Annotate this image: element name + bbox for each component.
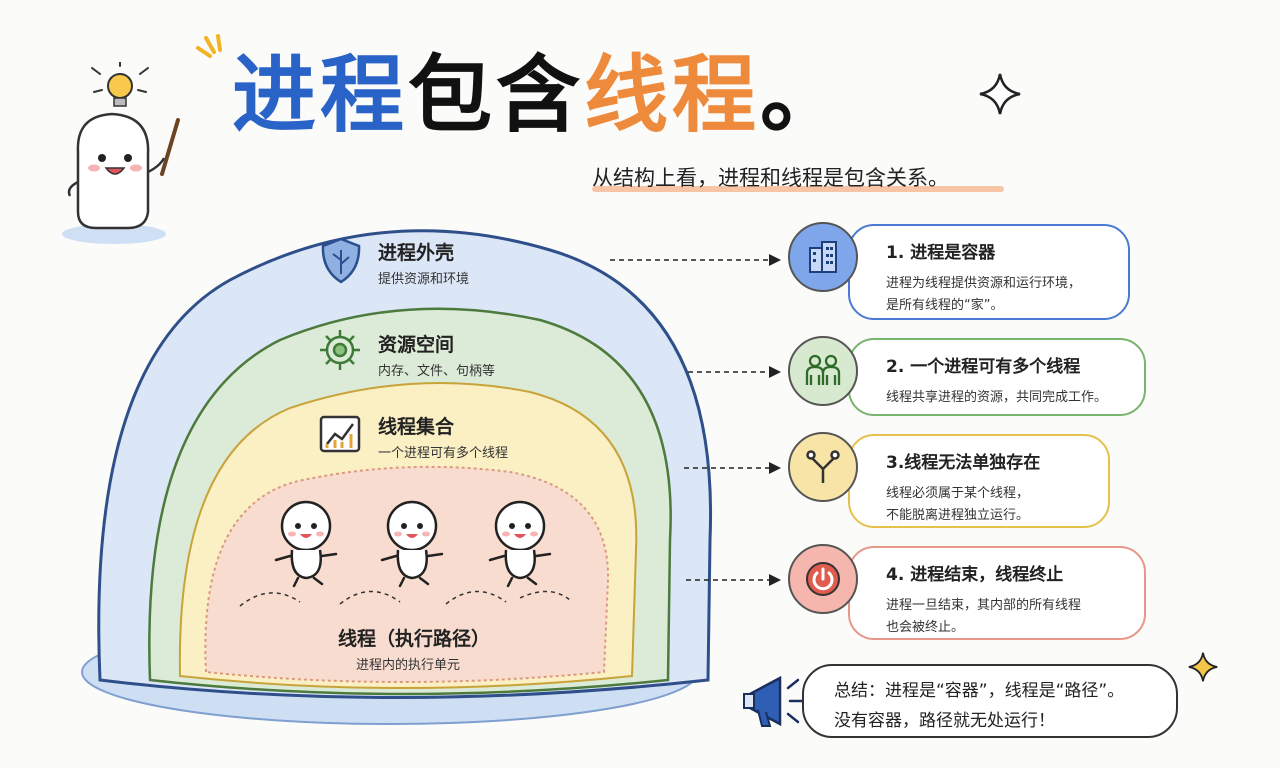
sparkle-icon — [979, 73, 1021, 115]
card-line: 进程为线程提供资源和运行环境， — [886, 276, 1082, 291]
card-line: 也会被终止。 — [886, 620, 965, 635]
card-thread-dependency: 3.线程无法单独存在 线程必须属于某个线程， 不能脱离进程独立运行。 — [848, 434, 1110, 528]
building-icon — [809, 241, 837, 273]
layer-threads-desc: 一个进程可有多个线程 — [378, 446, 509, 461]
summary-line-1: 总结：进程是“容器”，线程是“路径”。 — [834, 681, 1125, 701]
power-icon — [806, 562, 840, 596]
branch-icon — [806, 450, 840, 483]
card-title: 4. 进程结束，线程终止 — [886, 565, 1064, 585]
connector-arrows — [610, 254, 781, 586]
card-line: 线程必须属于某个线程， — [886, 486, 1030, 501]
card-icon-circle — [788, 432, 858, 502]
title-period: 。 — [760, 46, 849, 144]
card-title: 1. 进程是容器 — [886, 243, 996, 263]
layer-resource-label: 资源空间 — [378, 334, 455, 356]
layer-shell-desc: 提供资源和环境 — [378, 272, 470, 287]
sparkle-icon — [1188, 652, 1218, 682]
spark-lines-icon — [196, 34, 222, 58]
summary-bubble: 总结：进程是“容器”，线程是“路径”。 没有容器，路径就无处运行！ — [802, 664, 1178, 738]
layer-threads-label: 线程集合 — [378, 416, 455, 438]
mascot-pointer-icon — [62, 62, 180, 244]
card-title: 3.线程无法单独存在 — [886, 453, 1041, 473]
gear-icon — [320, 330, 360, 370]
thread-character-icon — [274, 500, 338, 588]
card-line: 不能脱离进程独立运行。 — [886, 508, 1030, 523]
card-title: 2. 一个进程可有多个线程 — [886, 357, 1081, 377]
card-icon-circle — [788, 222, 858, 292]
thread-character-icon — [380, 500, 444, 588]
thread-character-icon — [488, 500, 552, 588]
layer-thread-path-label: 线程（执行路径） — [338, 628, 491, 650]
subtitle: 从结构上看，进程和线程是包含关系。 — [592, 166, 949, 190]
layer-resource-desc: 内存、文件、句柄等 — [378, 364, 496, 379]
card-container-principle: 1. 进程是容器 进程为线程提供资源和运行环境， 是所有线程的“家”。 — [848, 224, 1130, 320]
layer-shell-label: 进程外壳 — [378, 242, 455, 264]
title-part-process: 进程 — [232, 46, 409, 144]
card-line: 是所有线程的“家”。 — [886, 298, 1004, 313]
shield-icon — [321, 237, 361, 284]
title-part-thread: 线程 — [584, 46, 761, 144]
card-line: 线程共享进程的资源，共同完成工作。 — [886, 390, 1108, 405]
card-process-termination: 4. 进程结束，线程终止 进程一旦结束，其内部的所有线程 也会被终止。 — [848, 546, 1146, 640]
page-title: 进程包含线程。 — [232, 28, 848, 144]
card-multiple-threads: 2. 一个进程可有多个线程 线程共享进程的资源，共同完成工作。 — [848, 338, 1146, 416]
card-line: 进程一旦结束，其内部的所有线程 — [886, 598, 1082, 613]
subtitle-underline — [592, 186, 1004, 192]
layer-thread-path-desc: 进程内的执行单元 — [356, 658, 461, 673]
card-icon-circle — [788, 336, 858, 406]
card-icon-circle — [788, 544, 858, 614]
title-part-contain: 包含 — [408, 46, 585, 144]
people-icon — [805, 354, 841, 385]
chart-board-icon — [319, 415, 361, 453]
summary-line-2: 没有容器，路径就无处运行！ — [834, 711, 1055, 731]
megaphone-icon — [743, 675, 804, 727]
